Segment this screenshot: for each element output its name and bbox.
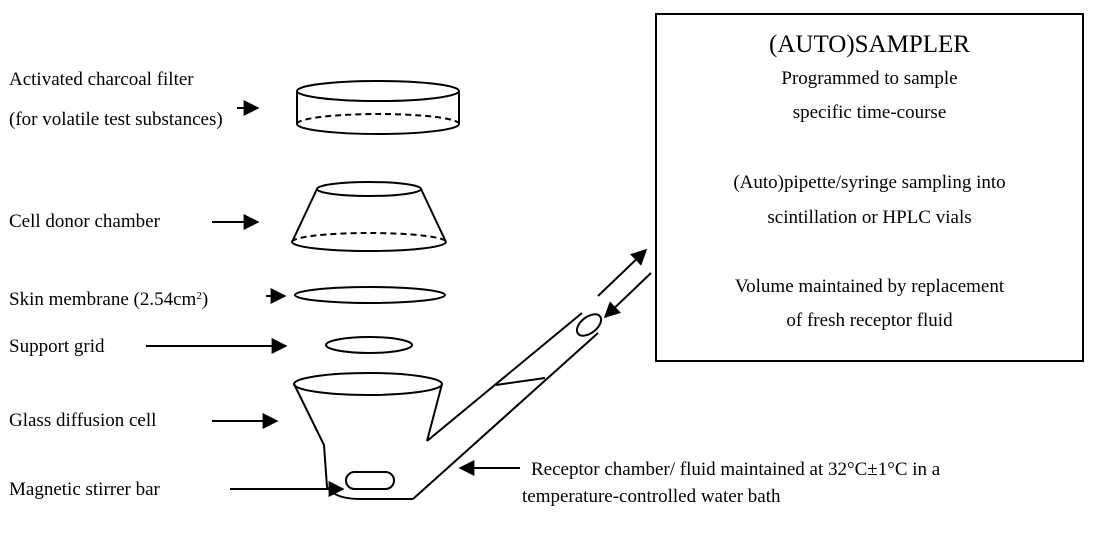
support-grid-label: Support grid <box>9 336 105 357</box>
skin-membrane-superscript: 2 <box>196 290 202 302</box>
donor-chamber-shape <box>291 181 447 252</box>
autosampler-line-1: Programmed to sample <box>781 68 958 89</box>
autosampler-line-4: scintillation or HPLC vials <box>767 207 972 228</box>
support-grid-shape <box>325 336 413 354</box>
donor-chamber-label: Cell donor chamber <box>9 211 160 232</box>
sampler-in-arrow <box>603 272 652 319</box>
autosampler-line-6: of fresh receptor fluid <box>786 310 953 331</box>
receptor-label-line1: Receptor chamber/ fluid maintained at 32… <box>531 459 941 480</box>
autosampler-line-2: specific time-course <box>792 102 947 123</box>
stirrer-bar-shape <box>345 471 395 490</box>
sampler-out-arrow <box>597 248 648 297</box>
charcoal-filter-label-line2: (for volatile test substances) <box>9 109 223 130</box>
charcoal-filter-shape <box>296 80 460 135</box>
label-arrows <box>146 100 652 497</box>
skin-membrane-text: Skin membrane (2.54cm <box>9 289 197 310</box>
autosampler-line-3: (Auto)pipette/syringe sampling into <box>733 172 1006 193</box>
diffusion-cell-label: Glass diffusion cell <box>9 410 157 431</box>
charcoal-filter-label-line1: Activated charcoal filter <box>9 69 194 90</box>
autosampler-line-5: Volume maintained by replacement <box>734 276 1005 297</box>
receptor-label-line2: temperature-controlled water bath <box>522 486 781 507</box>
skin-membrane-shape <box>294 286 446 304</box>
skin-membrane-label: Skin membrane (2.54cm2) <box>9 285 208 311</box>
skin-membrane-close: ) <box>201 289 209 310</box>
stirrer-bar-label: Magnetic stirrer bar <box>9 479 160 500</box>
glass-diffusion-cell-shape <box>293 312 603 500</box>
autosampler-title: (AUTO)SAMPLER <box>769 31 970 58</box>
autosampler-box: (AUTO)SAMPLER Programmed to sample speci… <box>655 13 1084 362</box>
